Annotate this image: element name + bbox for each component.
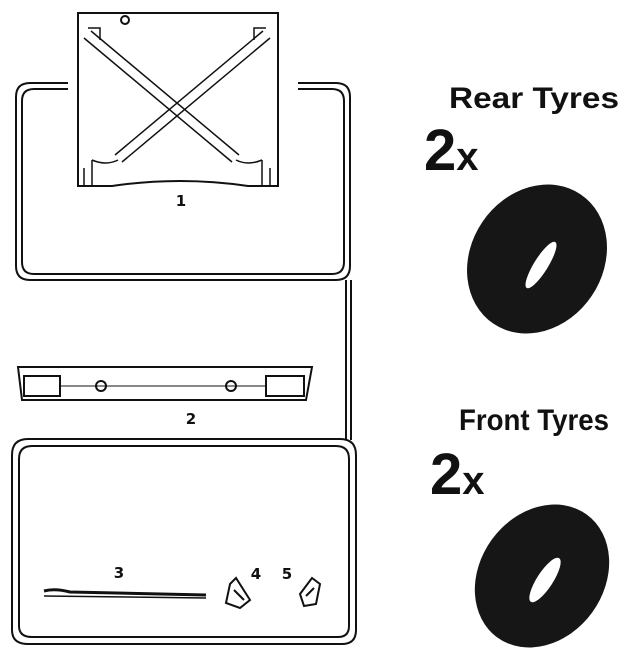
rear-tyres-title: Rear Tyres — [449, 82, 619, 115]
part-5-clip — [298, 576, 322, 608]
sprue-frame — [11, 82, 357, 645]
part-4-clip — [224, 576, 252, 610]
quantity-x: x — [462, 459, 484, 503]
part-number-2: 2 — [186, 410, 196, 428]
part-number-1: 1 — [176, 192, 186, 210]
part-number-3: 3 — [114, 564, 124, 582]
mounting-hole — [120, 15, 130, 25]
part-number-4: 4 — [251, 565, 261, 583]
quantity-number: 2 — [424, 118, 456, 183]
cross-brace — [83, 27, 271, 163]
mounting-hole — [225, 380, 237, 392]
quantity-number: 2 — [430, 442, 462, 507]
quantity-x: x — [456, 135, 478, 179]
part-2-cross-beam — [16, 366, 314, 401]
part-1-floor-panel — [77, 12, 279, 187]
part-number-5: 5 — [282, 565, 292, 583]
part-3-rod — [43, 588, 207, 599]
mounting-hole — [95, 380, 107, 392]
rear-tyres-quantity: 2x — [424, 118, 479, 183]
front-tyres-title: Front Tyres — [459, 404, 609, 437]
front-tyres-quantity: 2x — [430, 442, 485, 507]
front-tyre-icon — [474, 504, 610, 648]
rear-tyre-icon — [467, 184, 607, 334]
